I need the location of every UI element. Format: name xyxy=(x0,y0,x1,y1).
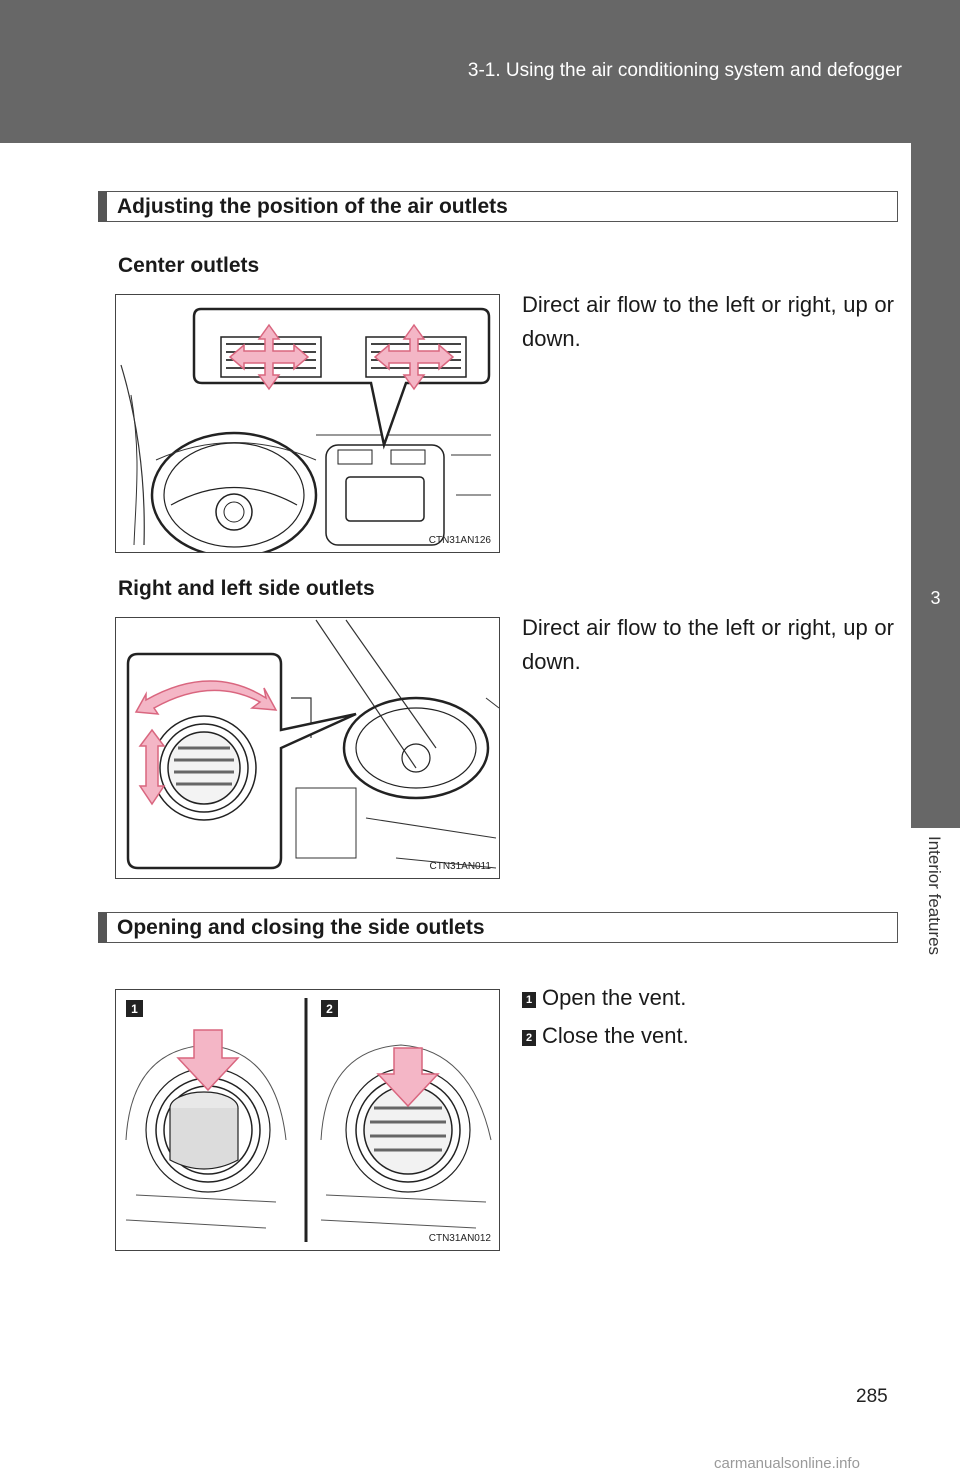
page-header: 3-1. Using the air conditioning system a… xyxy=(0,0,960,143)
side-tab-label: Interior features xyxy=(918,836,950,1036)
step-text: Close the vent. xyxy=(542,1023,689,1048)
section-title: Adjusting the position of the air outlet… xyxy=(117,195,508,218)
open-close-figure: 1 2 CTN31AN012 xyxy=(115,989,500,1251)
chapter-label: Interior features xyxy=(925,836,944,956)
section-heading-adjusting: Adjusting the position of the air outlet… xyxy=(98,191,898,222)
side-tab-lower xyxy=(911,638,960,828)
step-badge-2: 2 xyxy=(522,1030,536,1046)
side-outlets-figure: CTN31AN011 xyxy=(115,617,500,879)
figure-code: CTN31AN011 xyxy=(429,861,491,872)
svg-text:2: 2 xyxy=(326,1002,333,1016)
page-number: 285 xyxy=(856,1386,888,1407)
section-title: Opening and closing the side outlets xyxy=(117,916,485,939)
figure-code: CTN31AN126 xyxy=(428,535,491,546)
subheading-center-outlets: Center outlets xyxy=(118,254,260,277)
subheading-side-outlets: Right and left side outlets xyxy=(118,577,375,600)
step-text: Open the vent. xyxy=(542,985,687,1010)
center-outlets-illustration xyxy=(120,307,491,552)
side-tab-upper xyxy=(911,143,960,638)
chapter-number: 3 xyxy=(930,588,941,608)
side-outlets-illustration xyxy=(126,619,499,870)
open-close-illustration: 1 2 xyxy=(125,998,492,1242)
step-open: 1 Open the vent. xyxy=(522,985,686,1011)
side-outlets-text: Direct air flow to the left or right, up… xyxy=(522,615,894,674)
step-close: 2 Close the vent. xyxy=(522,1023,689,1049)
figure-code: CTN31AN012 xyxy=(428,1233,491,1244)
svg-text:1: 1 xyxy=(131,1002,138,1016)
step-badge-1: 1 xyxy=(522,992,536,1008)
center-outlets-figure: CTN31AN126 xyxy=(115,294,500,553)
chapter-title: 3-1. Using the air conditioning system a… xyxy=(467,60,902,81)
watermark[interactable]: carmanualsonline.info xyxy=(714,1455,860,1472)
center-outlets-text: Direct air flow to the left or right, up… xyxy=(522,292,894,351)
section-heading-opening-closing: Opening and closing the side outlets xyxy=(98,912,898,943)
